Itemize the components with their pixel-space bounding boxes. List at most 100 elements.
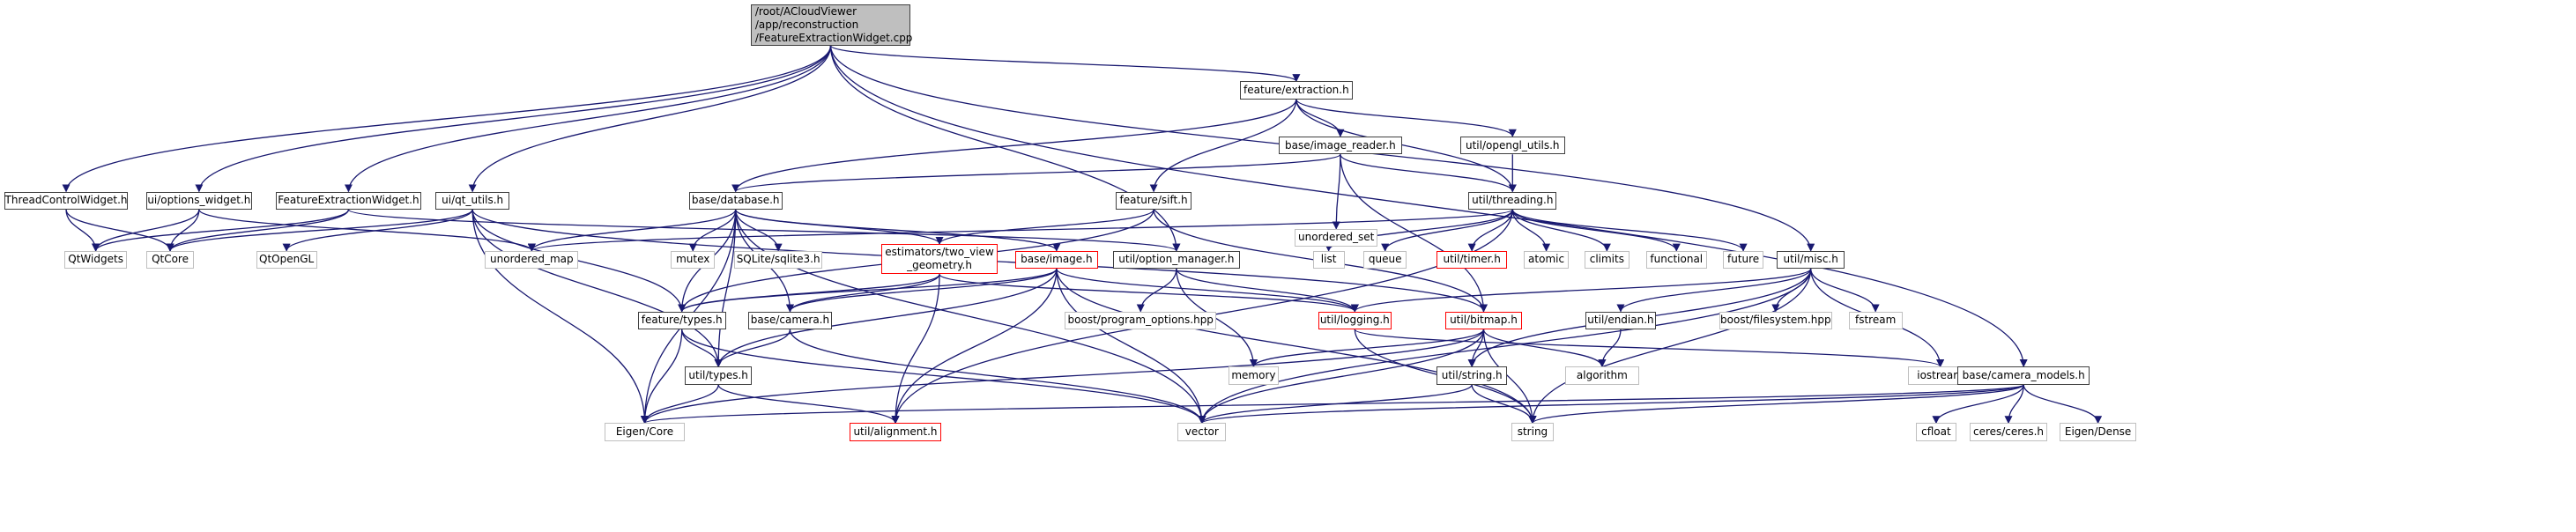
node-misc[interactable]: util/misc.h [1777,250,1845,270]
node-label: ui/options_widget.h [147,194,251,207]
node-opengl[interactable]: util/opengl_utils.h [1459,136,1565,155]
node-tcw[interactable]: ThreadControlWidget.h [4,191,129,210]
node-image[interactable]: base/image.h [1015,250,1098,270]
node-label: feature/types.h [641,314,723,327]
node-future: future [1723,250,1763,270]
edge-misc-to-fstream [1810,269,1880,313]
node-memory: memory [1229,366,1279,385]
node-label: boost/filesystem.hpp [1720,314,1831,327]
edge-bitmap-to-algorithm [1482,329,1607,368]
edge-imreader-to-uset [1332,154,1341,230]
node-qtcore: QtCore [145,250,195,270]
edge-optmgr-to-bpo [1136,269,1177,313]
edge-camera-to-utypes [714,329,791,368]
node-bpo: boost/program_options.hpp [1065,311,1217,329]
edge-threading-to-queue [1381,209,1513,252]
edge-image-to-camera [785,268,1058,313]
node-sift[interactable]: feature/sift.h [1116,191,1192,210]
node-logging[interactable]: util/logging.h [1318,311,1392,329]
node-ceres: ceres/ceres.h [1970,423,2047,441]
node-label: util/endian.h [1587,314,1654,327]
node-mutex: mutex [671,250,716,270]
node-qtopengl: QtOpenGL [256,250,317,270]
node-label: util/timer.h [1443,253,1501,266]
edge-root-to-tcw [62,45,832,193]
edge-bitmap-to-eigencore [641,329,1485,425]
edge-utypes-to-alignment [717,384,900,425]
edge-root-to-optw [195,45,832,193]
node-timer[interactable]: util/timer.h [1436,250,1508,270]
edge-sift-to-twoview [935,209,1154,245]
node-cammodels[interactable]: base/camera_models.h [1957,366,2090,385]
node-label: cfloat [1921,425,1951,439]
node-label: ui/qt_utils.h [442,194,504,207]
edge-ftypes-to-eigencore [640,329,683,425]
node-endian[interactable]: util/endian.h [1585,311,1656,329]
node-string: string [1511,423,1555,441]
node-ustring[interactable]: util/string.h [1436,366,1508,385]
edge-bitmap-to-string [1482,329,1537,425]
edge-cammodels-to-eigendense [2023,384,2103,425]
edge-few-to-qtcore [166,209,350,252]
node-bitmap[interactable]: util/bitmap.h [1444,311,1523,329]
edge-qtutils-to-eigencore [471,209,650,425]
node-label: util/types.h [688,368,748,381]
node-label: base/database.h [691,194,780,207]
node-label: vector [1184,425,1219,439]
node-bfs: boost/filesystem.hpp [1719,311,1832,329]
edge-database-to-image [735,209,1061,252]
node-label: feature/sift.h [1119,194,1188,207]
node-qtutils[interactable]: ui/qt_utils.h [434,191,510,210]
edge-fextraction-to-sift [1149,99,1297,193]
edge-image-to-utypes [714,269,1058,368]
node-optmgr[interactable]: util/option_manager.h [1112,250,1240,270]
node-camera[interactable]: base/camera.h [747,311,833,329]
node-utypes[interactable]: util/types.h [684,366,753,385]
edge-root-to-cammodels [829,45,2028,368]
edge-cammodels-to-string [1528,383,2024,425]
node-label: QtWidgets [68,253,123,266]
edge-threading-to-umap [528,209,1513,252]
edge-root-to-fextraction [829,45,1301,83]
edge-qtutils-to-qtopengl [282,209,473,252]
edge-image-to-ftypes [678,268,1058,313]
node-label: util/string.h [1441,368,1503,381]
node-umap: unordered_map [485,250,579,270]
node-algorithm: algorithm [1564,366,1640,385]
edge-optmgr-to-logging [1176,268,1359,313]
node-threading[interactable]: util/threading.h [1468,191,1557,210]
root-file-node[interactable]: /root/ACloudViewer /app/reconstruction /… [750,4,913,46]
edge-optw-to-umap [198,209,536,252]
node-label: future [1727,253,1760,266]
node-few[interactable]: FeatureExtractionWidget.h [275,191,422,210]
node-imreader[interactable]: base/image_reader.h [1278,136,1403,155]
edge-utypes-to-eigencore [641,384,719,425]
node-label: base/camera.h [750,314,830,327]
node-label: algorithm [1576,368,1628,381]
edge-misc-to-endian [1616,268,1812,313]
edge-database-to-vector [735,209,1206,425]
node-database[interactable]: base/database.h [688,191,783,210]
node-eigencore: Eigen/Core [605,423,685,441]
node-fextraction[interactable]: feature/extraction.h [1239,81,1353,100]
node-alignment[interactable]: util/alignment.h [850,423,941,441]
edge-imreader-to-threading [1340,153,1517,193]
node-twoview[interactable]: estimators/two_view _geometry.h [881,243,998,275]
edge-imreader-to-bitmap [1340,154,1488,313]
node-label: util/misc.h [1783,253,1838,266]
node-label: fstream [1855,314,1897,327]
node-label: functional [1650,253,1704,266]
edge-qtutils-to-qtcore [166,209,473,252]
node-cfloat: cfloat [1916,423,1956,441]
edge-twoview-to-alignment [891,274,940,425]
edge-cammodels-to-cfloat [1932,384,2024,425]
edge-twoview-to-ftypes [678,274,940,313]
node-label: QtCore [152,253,189,266]
root-file-label: /root/ACloudViewer /app/reconstruction /… [754,4,913,44]
node-optw[interactable]: ui/options_widget.h [145,191,253,210]
node-label: iostream [1917,368,1964,381]
node-label: mutex [676,253,710,266]
edge-imreader-to-database [731,153,1341,193]
node-ftypes[interactable]: feature/types.h [637,311,726,329]
